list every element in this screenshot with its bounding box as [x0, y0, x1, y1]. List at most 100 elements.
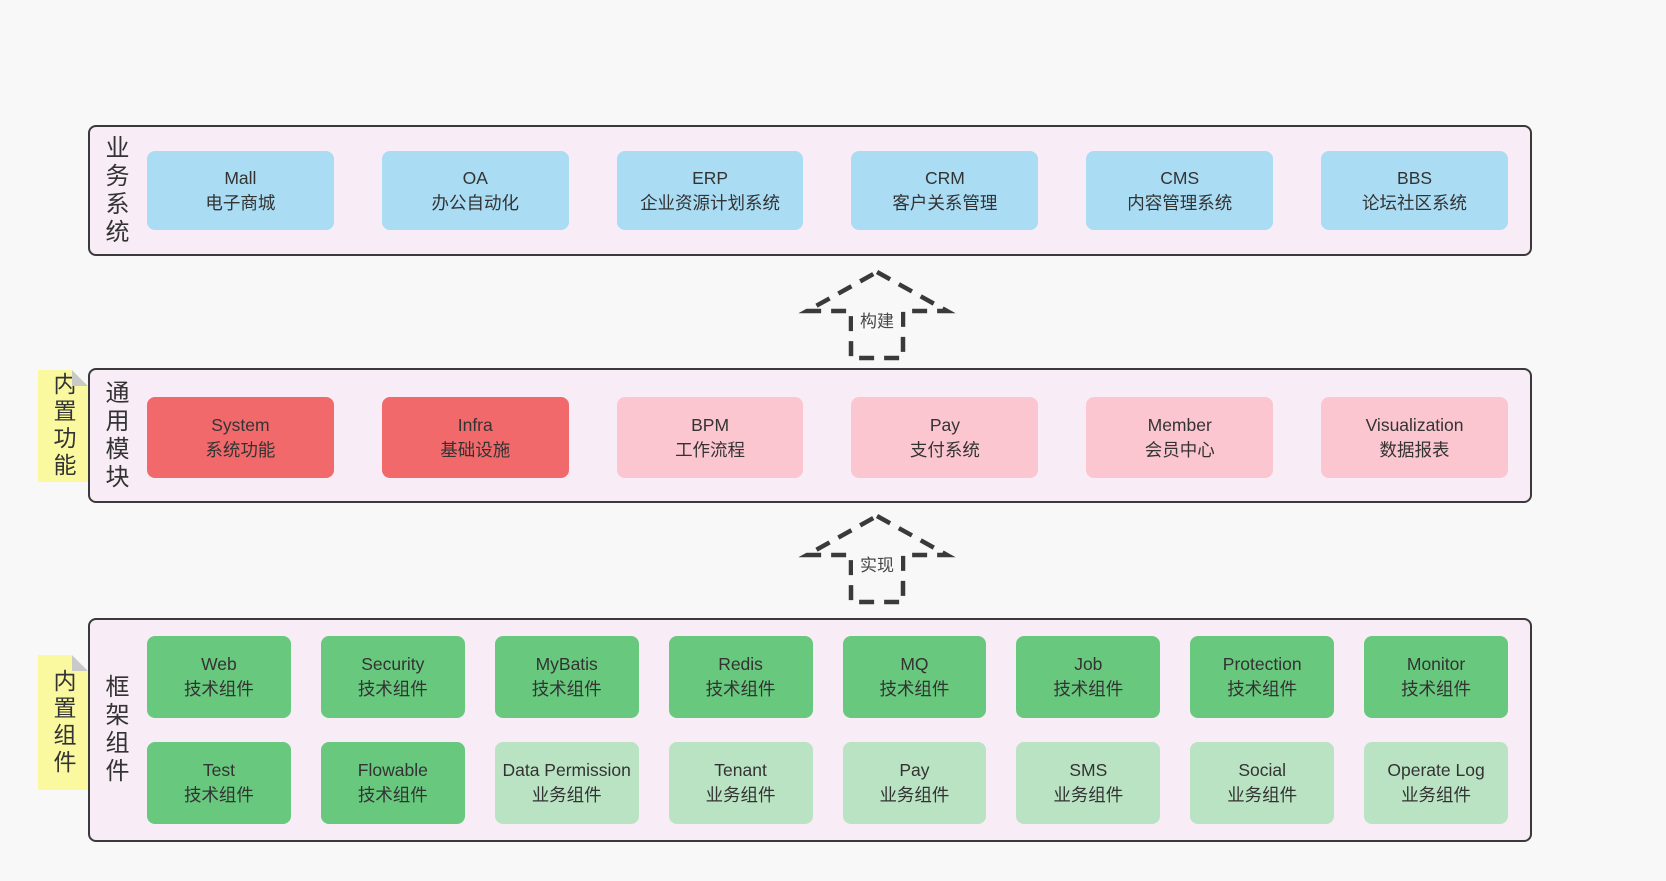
box-title: SMS	[1069, 760, 1108, 781]
box-title: Protection	[1222, 654, 1302, 675]
layer-label-framework-components: 框架组件	[101, 674, 128, 786]
box-title: MyBatis	[535, 654, 598, 675]
framework-components-row-1: Web 技术组件 Security 技术组件 MyBatis 技术组件 Redi…	[147, 636, 1508, 718]
box-flowable: Flowable 技术组件	[320, 742, 465, 824]
box-title: Data Permission	[502, 760, 631, 781]
box-crm: CRM 客户关系管理	[851, 151, 1039, 230]
box-subtitle: 论坛社区系统	[1362, 192, 1468, 213]
box-subtitle: 办公自动化	[431, 192, 519, 213]
box-title: Infra	[457, 414, 493, 435]
box-title: OA	[462, 167, 488, 188]
box-erp: ERP 企业资源计划系统	[616, 151, 804, 230]
business-systems-row: Mall 电子商城 OA 办公自动化 ERP 企业资源计划系统 CRM 客户关系…	[147, 151, 1508, 230]
box-subtitle: 业务组件	[705, 785, 776, 805]
build-arrow-up-icon: 构建	[798, 269, 956, 361]
layer-label-business-systems: 业务系统	[101, 134, 128, 247]
box-subtitle: 技术组件	[357, 679, 428, 699]
box-redis: Redis 技术组件	[668, 636, 813, 718]
box-subtitle: 内容管理系统	[1127, 192, 1233, 213]
box-subtitle: 业务组件	[879, 785, 950, 805]
box-member: Member 会员中心	[1086, 397, 1274, 478]
box-title: Test	[202, 760, 235, 781]
box-title: CRM	[924, 167, 965, 188]
box-test: Test 技术组件	[147, 742, 291, 824]
box-oa: OA 办公自动化	[381, 151, 569, 230]
box-pay-component: Pay 业务组件	[842, 742, 987, 824]
build-arrow-label: 构建	[860, 312, 894, 331]
box-web: Web 技术组件	[147, 636, 291, 718]
box-operate-log: Operate Log 业务组件	[1364, 742, 1508, 824]
layer-framework-components: 框架组件 Web 技术组件 Security 技术组件 MyBatis 技术组件…	[88, 618, 1532, 842]
box-tenant: Tenant 业务组件	[668, 742, 813, 824]
box-subtitle: 电子商城	[205, 192, 276, 213]
box-data-permission: Data Permission 业务组件	[494, 742, 639, 824]
layer-business-systems: 业务系统 Mall 电子商城 OA 办公自动化 ERP 企业资源计划系统 CRM…	[88, 125, 1532, 256]
box-title: CMS	[1160, 167, 1200, 188]
box-title: Operate Log	[1387, 760, 1485, 781]
box-subtitle: 技术组件	[1053, 679, 1124, 699]
box-title: Social	[1238, 760, 1287, 781]
box-subtitle: 业务组件	[1227, 785, 1298, 805]
box-title: Monitor	[1406, 654, 1466, 675]
box-pay-system: Pay 支付系统	[851, 397, 1039, 478]
layer-label-common-modules: 通用模块	[101, 379, 128, 492]
sticky-tag-built-in-components: 内置组件	[38, 655, 88, 790]
box-social: Social 业务组件	[1190, 742, 1335, 824]
box-title: Pay	[899, 760, 930, 781]
box-subtitle: 系统功能	[205, 439, 276, 460]
box-bpm: BPM 工作流程	[616, 397, 804, 478]
box-visualization: Visualization 数据报表	[1321, 397, 1508, 478]
box-title: Pay	[929, 414, 960, 435]
box-subtitle: 技术组件	[531, 679, 602, 699]
box-job: Job 技术组件	[1016, 636, 1161, 718]
box-subtitle: 客户关系管理	[892, 192, 998, 213]
box-mall: Mall 电子商城	[147, 151, 334, 230]
box-subtitle: 技术组件	[357, 785, 428, 805]
box-title: Redis	[718, 654, 763, 675]
box-subtitle: 技术组件	[1227, 679, 1298, 699]
box-title: Member	[1147, 414, 1212, 435]
box-title: Job	[1074, 654, 1103, 675]
box-mybatis: MyBatis 技术组件	[494, 636, 639, 718]
implement-arrow-up-icon: 实现	[798, 513, 956, 605]
box-title: BBS	[1397, 167, 1433, 188]
box-subtitle: 技术组件	[183, 679, 254, 699]
box-subtitle: 工作流程	[675, 439, 746, 460]
box-bbs: BBS 论坛社区系统	[1321, 151, 1508, 230]
implement-arrow-label: 实现	[860, 556, 894, 575]
box-subtitle: 会员中心	[1144, 439, 1215, 460]
box-sms: SMS 业务组件	[1016, 742, 1161, 824]
box-mq: MQ 技术组件	[842, 636, 987, 718]
box-title: System	[211, 414, 270, 435]
box-subtitle: 基础设施	[440, 439, 511, 460]
box-security: Security 技术组件	[320, 636, 465, 718]
box-infra: Infra 基础设施	[381, 397, 569, 478]
box-title: Visualization	[1365, 414, 1464, 435]
box-monitor: Monitor 技术组件	[1364, 636, 1508, 718]
box-subtitle: 业务组件	[531, 785, 602, 805]
box-title: BPM	[691, 414, 730, 435]
box-subtitle: 支付系统	[909, 439, 980, 460]
box-subtitle: 技术组件	[879, 679, 950, 699]
box-subtitle: 企业资源计划系统	[640, 192, 781, 213]
framework-components-row-2: Test 技术组件 Flowable 技术组件 Data Permission …	[147, 742, 1508, 824]
box-title: Security	[361, 654, 425, 675]
box-protection: Protection 技术组件	[1190, 636, 1335, 718]
box-title: Web	[201, 654, 237, 675]
box-title: Mall	[224, 167, 257, 188]
box-subtitle: 业务组件	[1401, 785, 1472, 805]
box-system: System 系统功能	[147, 397, 334, 478]
layer-common-modules: 通用模块 System 系统功能 Infra 基础设施 BPM 工作流程 Pay…	[88, 368, 1532, 503]
box-title: Flowable	[357, 760, 428, 781]
sticky-tag-built-in-features: 内置功能	[38, 370, 88, 482]
box-title: ERP	[692, 167, 729, 188]
box-subtitle: 业务组件	[1053, 785, 1124, 805]
box-cms: CMS 内容管理系统	[1086, 151, 1274, 230]
box-subtitle: 技术组件	[705, 679, 776, 699]
box-subtitle: 技术组件	[1401, 679, 1472, 699]
box-subtitle: 数据报表	[1379, 439, 1450, 460]
box-title: Tenant	[714, 760, 767, 781]
box-subtitle: 技术组件	[183, 785, 254, 805]
common-modules-row: System 系统功能 Infra 基础设施 BPM 工作流程 Pay 支付系统…	[147, 397, 1508, 478]
